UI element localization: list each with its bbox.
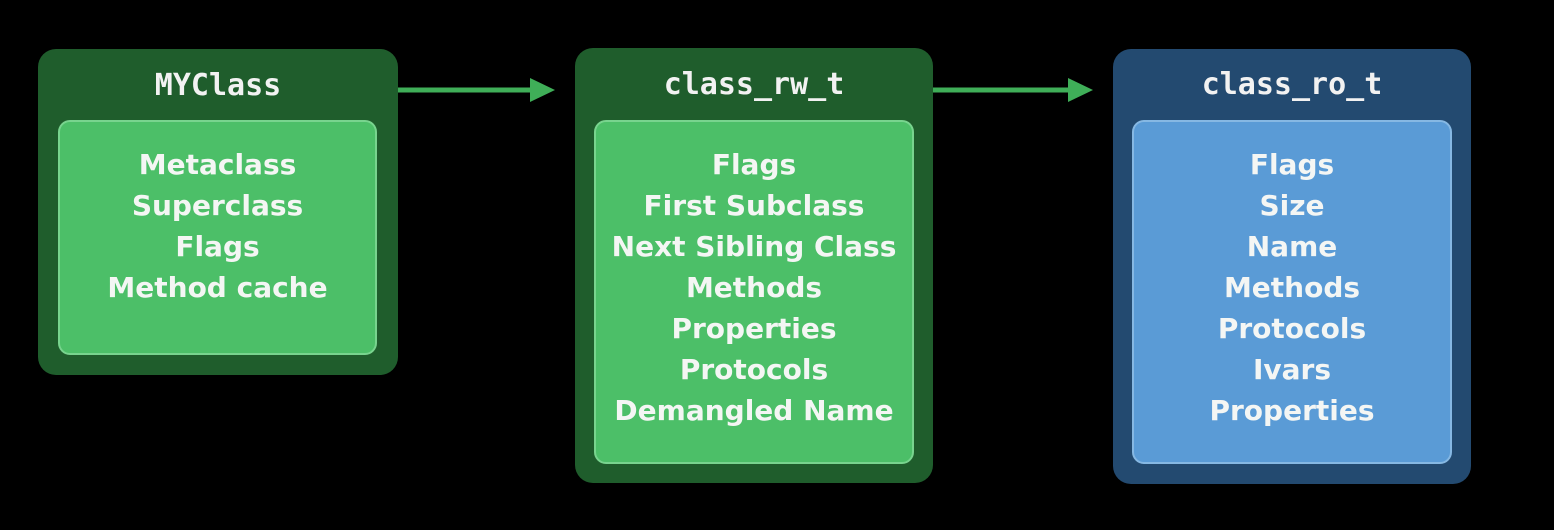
class-rw-t-title: class_rw_t [663,67,845,102]
arrow-rw-to-ro [933,78,1093,102]
field-metaclass: Metaclass [138,148,297,181]
field-name: Name [1246,230,1338,263]
myclass-title: MYClass [154,68,282,103]
class-rw-t-box: class_rw_t Flags First Subclass Next Sib… [575,48,933,483]
myclass-fields-panel: Metaclass Superclass Flags Method cache [58,120,377,355]
field-methods: Methods [1223,271,1361,304]
field-flags: Flags [175,230,260,263]
field-ivars: Ivars [1252,353,1332,386]
field-properties: Properties [1209,394,1375,427]
field-properties: Properties [671,312,837,345]
myclass-field-list: Metaclass Superclass Flags Method cache [60,144,375,308]
arrow-myclass-to-rw [398,78,555,102]
field-method-cache: Method cache [107,271,328,304]
field-next-sibling-class: Next Sibling Class [611,230,897,263]
class-rw-t-fields-panel: Flags First Subclass Next Sibling Class … [594,120,914,464]
class-ro-t-title: class_ro_t [1201,67,1383,102]
class-rw-t-field-list: Flags First Subclass Next Sibling Class … [596,144,912,431]
field-superclass: Superclass [131,189,304,222]
field-methods: Methods [685,271,823,304]
field-protocols: Protocols [679,353,829,386]
myclass-box: MYClass Metaclass Superclass Flags Metho… [38,49,398,375]
field-size: Size [1259,189,1325,222]
class-ro-t-fields-panel: Flags Size Name Methods Protocols Ivars … [1132,120,1452,464]
field-demangled-name: Demangled Name [614,394,894,427]
class-ro-t-box: class_ro_t Flags Size Name Methods Proto… [1113,49,1471,484]
field-flags: Flags [711,148,797,181]
field-protocols: Protocols [1217,312,1367,345]
field-first-subclass: First Subclass [643,189,865,222]
class-ro-t-field-list: Flags Size Name Methods Protocols Ivars … [1134,144,1450,431]
field-flags: Flags [1249,148,1335,181]
